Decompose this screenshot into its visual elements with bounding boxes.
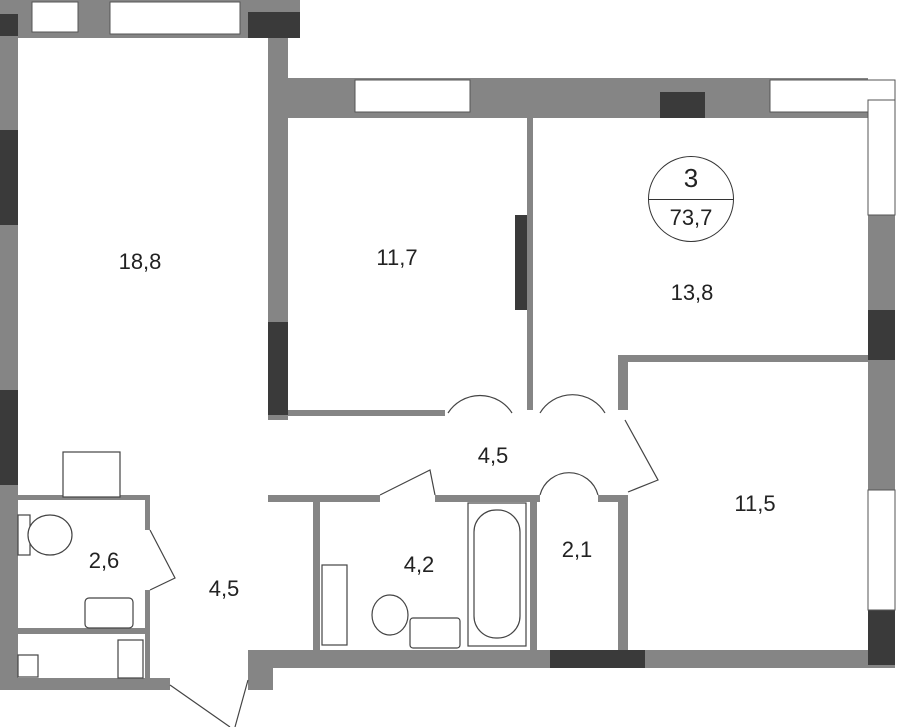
total-area: 73,7 <box>669 205 713 230</box>
room-area-living: 18,8 <box>118 249 162 274</box>
room-area-bathroom: 4,2 <box>403 552 435 577</box>
windows <box>31 1 896 611</box>
doors <box>149 394 659 727</box>
room-area-bedroom-3: 11,5 <box>734 491 776 516</box>
room-area-hall: 4,5 <box>477 443 509 468</box>
room-area-toilet: 2,6 <box>88 548 120 573</box>
room-area-bedroom-1: 11,7 <box>376 245 418 270</box>
room-count: 3 <box>683 163 699 193</box>
badge-divider <box>649 199 733 200</box>
columns <box>0 12 895 668</box>
room-area-entrance: 4,5 <box>208 576 240 601</box>
fixtures <box>17 451 527 679</box>
apartment-summary-badge: 3 73,7 <box>648 156 734 242</box>
room-area-storage: 2,1 <box>561 537 593 562</box>
room-area-bedroom-2: 13,8 <box>670 280 714 305</box>
